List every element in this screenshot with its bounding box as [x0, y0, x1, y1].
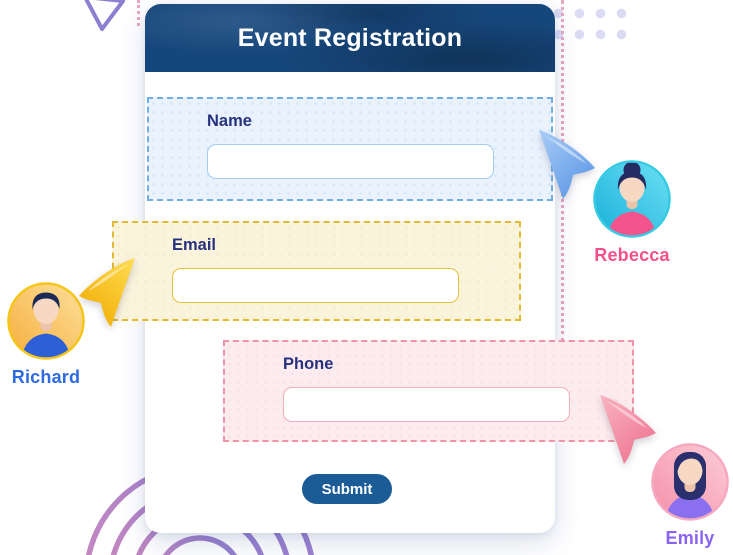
email-field-section: Email: [112, 221, 521, 321]
rebecca-avatar: [592, 159, 672, 239]
collaborator-name: Richard: [11, 367, 81, 387]
collaborator-name: Emily: [665, 528, 715, 548]
collaborator-richard: Richard: [0, 281, 92, 388]
name-field-section: Name: [147, 97, 553, 201]
phone-label: Phone: [283, 355, 334, 373]
phone-input[interactable]: [283, 387, 570, 422]
collaborator-name: Rebecca: [594, 245, 670, 265]
collaborator-emily: Emily: [644, 442, 733, 549]
rebecca-cursor-icon: [536, 127, 598, 201]
submit-button[interactable]: Submit: [302, 474, 392, 504]
emily-cursor-icon: [597, 392, 659, 466]
form-header: Event Registration: [145, 4, 555, 72]
name-input[interactable]: [207, 144, 494, 179]
richard-cursor-icon: [76, 255, 138, 329]
email-label: Email: [172, 236, 217, 254]
name-label: Name: [207, 112, 252, 130]
dotted-line-left: [137, 0, 140, 26]
triangle-decoration: [84, 0, 125, 31]
phone-field-section: Phone: [223, 340, 634, 442]
form-title: Event Registration: [237, 24, 463, 52]
email-input[interactable]: [172, 268, 459, 303]
emily-avatar: [650, 442, 730, 522]
richard-avatar: [6, 281, 86, 361]
collaborator-rebecca: Rebecca: [586, 159, 678, 266]
